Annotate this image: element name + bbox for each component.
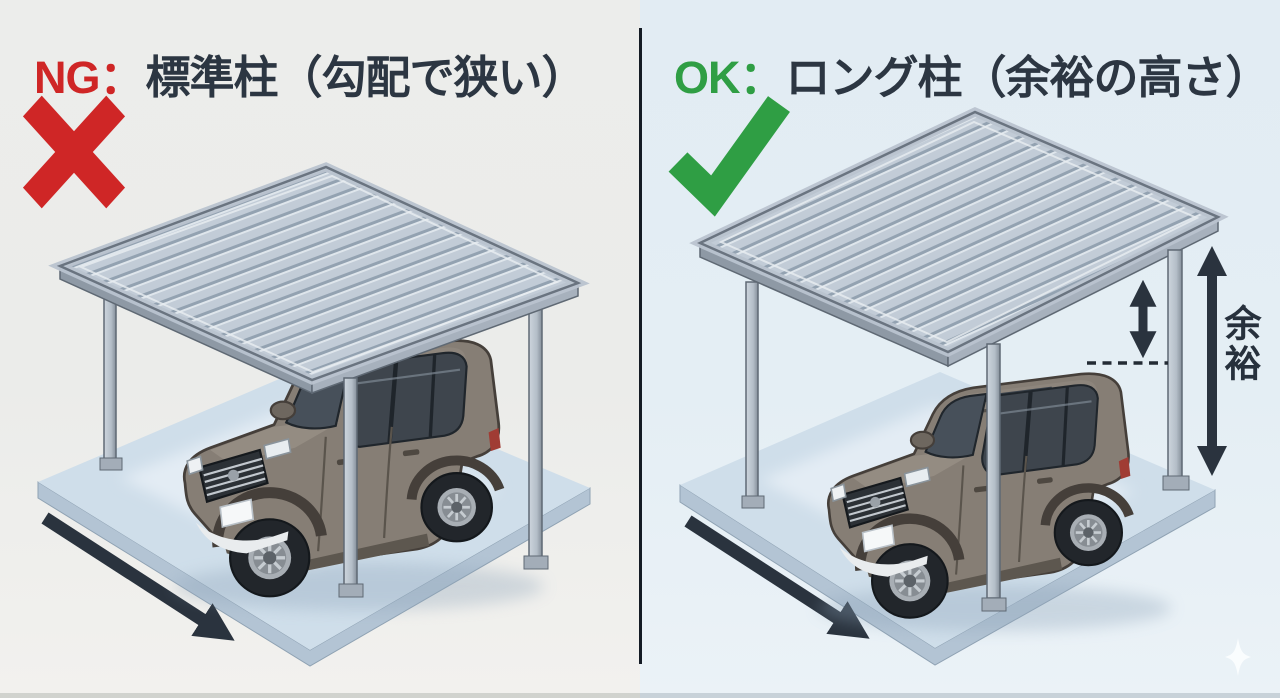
ground-direction-arrow-icon <box>41 512 235 641</box>
check-icon <box>668 96 790 217</box>
ng-label: NG： <box>34 52 145 104</box>
panel-ng: NG： 標準柱（勾配で狭い） <box>0 0 640 698</box>
ng-title-text: 標準柱（勾配で狭い） <box>145 52 587 104</box>
carport-roof <box>48 162 590 395</box>
support-post-long <box>1162 249 1190 491</box>
ok-illustration <box>668 96 1251 676</box>
panel-divider <box>639 28 642 664</box>
support-post-front <box>981 343 1007 612</box>
panel-ok: OK： ロング柱（余裕の高さ） <box>640 0 1280 698</box>
carport-roof <box>689 107 1229 368</box>
panel-ng-title: NG： 標準柱（勾配で狭い） <box>34 52 587 104</box>
x-icon <box>22 95 126 209</box>
bottom-edge-strip <box>0 693 1280 698</box>
ng-illustration <box>22 95 591 667</box>
support-post-front <box>338 377 364 598</box>
ok-label: OK： <box>674 52 785 104</box>
sparkle-icon <box>1225 638 1251 676</box>
roof-ribs <box>60 167 578 380</box>
support-post-back-left <box>741 281 765 509</box>
panel-ok-title: OK： ロング柱（余裕の高さ） <box>674 52 1271 104</box>
suv-car <box>174 341 544 611</box>
support-post-back-left <box>99 293 123 471</box>
clearance-label: 余裕 <box>1219 304 1260 384</box>
ok-title-text: ロング柱（余裕の高さ） <box>785 52 1271 104</box>
